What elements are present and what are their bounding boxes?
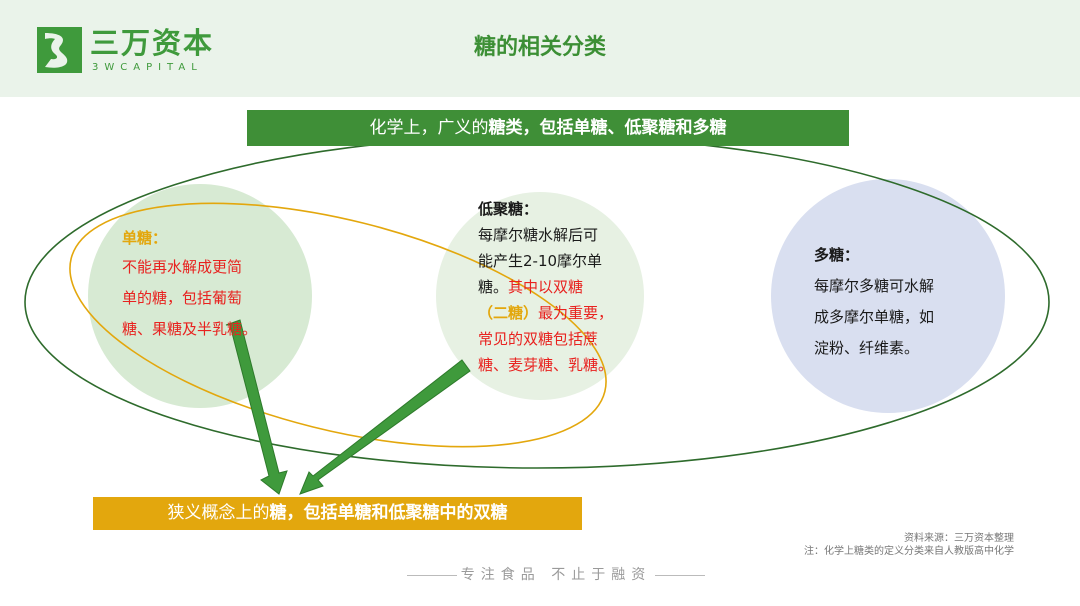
slogan-text: 专注食品 不止于融资 [460,567,652,583]
mono-line: 不能再水解成更简 [122,258,243,276]
oligo-line: 糖、麦芽糖、乳糖。 [478,356,614,374]
oligo-line4-yellow: （二糖） [478,304,539,322]
mono-circle [88,184,312,408]
poly-title: 多糖： [814,246,860,264]
narrow-sugar-ellipse [69,202,607,448]
mono-title: 单糖： [122,229,168,247]
slogan-divider-right [655,574,706,576]
brand-name-cn: 三万资本 [90,26,215,60]
oligo-line4-red: 最为重要， [538,304,614,322]
oligo-line: 糖。其中以双糖 [478,274,613,300]
header-bar: 三万资本 3WCAPITAL 糖的相关分类 [0,0,1080,97]
poly-line: 每摩尔多糖可水解 [814,277,935,295]
mono-line: 单的糖，包括葡萄 [122,289,243,307]
mono-text: 单糖： 不能再水解成更简 单的糖，包括葡萄 糖、果糖及半乳糖。 [122,224,257,345]
broad-definition-banner: 化学上，广义的糖类，包括单糖、低聚糖和多糖 [247,110,849,146]
source-note: 资料来源：三万资本整理 注：化学上糖类的定义分类来自人教版高中化学 [804,532,1014,558]
banner-bottom-bold: 糖，包括单糖和低聚糖中的双糖 [269,503,508,523]
oligo-line: 能产生2-10摩尔单 [478,252,603,270]
note-line: 注：化学上糖类的定义分类来自人教版高中化学 [804,546,1014,557]
oligo-line3-red: 其中以双糖 [508,278,584,296]
banner-bottom-prefix: 狭义概念上的 [167,503,270,523]
source-line: 资料来源：三万资本整理 [904,533,1014,544]
poly-line: 淀粉、纤维素。 [814,339,920,357]
oligo-line: 每摩尔糖水解后可 [478,226,599,244]
page-title: 糖的相关分类 [473,35,606,60]
poly-line: 成多摩尔单糖，如 [814,308,935,326]
poly-text: 多糖： 每摩尔多糖可水解 成多摩尔单糖，如 淀粉、纤维素。 [814,240,934,364]
oligo-line: 常见的双糖包括蔗 [478,330,599,348]
footer-slogan: 专注食品 不止于融资 [398,565,714,585]
banner-top-prefix: 化学上，广义的 [369,118,489,138]
oligo-line3-dark: 糖。 [478,278,509,296]
oligo-text: 低聚糖： 每摩尔糖水解后可 能产生2-10摩尔单 糖。其中以双糖 （二糖）最为重… [478,196,613,378]
slogan-divider-left [406,574,457,576]
brand-name-en: 3WCAPITAL [92,62,203,73]
poly-circle [771,179,1005,413]
oligo-line: （二糖）最为重要， [478,300,613,326]
arrow-oligo-to-narrow [299,359,471,495]
narrow-definition-banner: 狭义概念上的糖，包括单糖和低聚糖中的双糖 [93,497,582,530]
banner-top-bold: 糖类，包括单糖、低聚糖和多糖 [488,118,727,138]
arrow-mono-to-narrow [225,319,288,495]
3w-logo-icon [37,27,82,73]
mono-line: 糖、果糖及半乳糖。 [122,320,258,338]
oligo-title: 低聚糖： [478,200,539,218]
